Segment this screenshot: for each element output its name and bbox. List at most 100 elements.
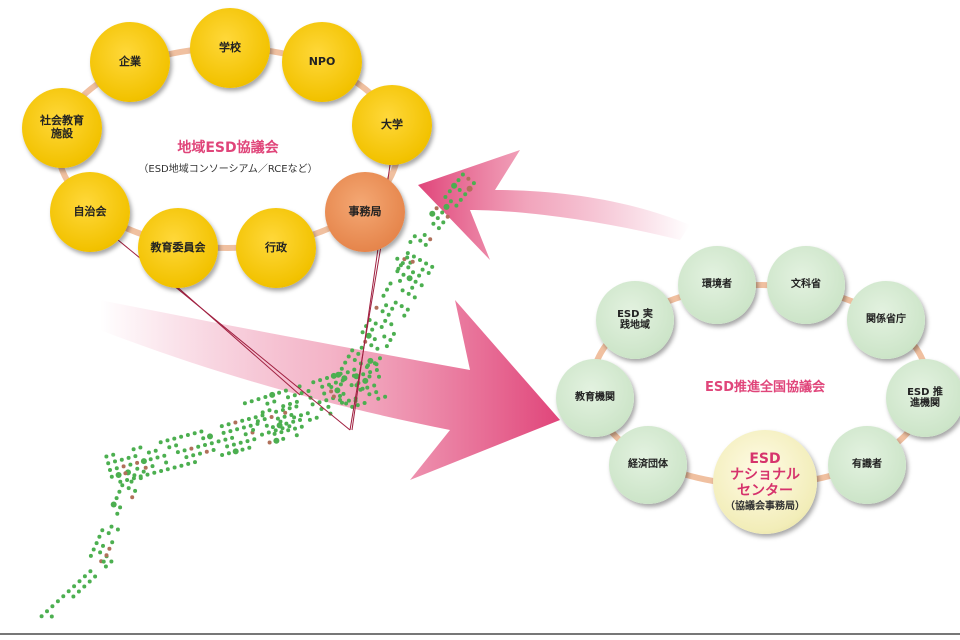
map-dot (410, 285, 415, 290)
map-dot (454, 203, 459, 208)
map-dot (374, 368, 379, 372)
map-dot (109, 474, 114, 479)
map-dot (143, 465, 148, 470)
map-dot (130, 495, 135, 500)
map-dot (288, 402, 292, 406)
map-dot (114, 496, 119, 501)
map-dot (434, 206, 439, 211)
member-mext: 文科省 (767, 246, 845, 324)
map-dot (256, 397, 261, 402)
map-dot (211, 448, 216, 452)
map-dot (162, 453, 167, 458)
map-dot (305, 411, 310, 416)
map-dot (253, 415, 258, 420)
map-dot (267, 440, 272, 445)
member-npo: NPO (282, 22, 362, 102)
map-dot (269, 415, 274, 419)
map-dot (360, 330, 365, 335)
map-dot (272, 431, 277, 436)
map-dot (110, 501, 117, 508)
map-dot (138, 474, 143, 479)
map-dot (265, 401, 270, 406)
map-dot (238, 440, 243, 445)
map-dot (226, 422, 231, 427)
map-dot (101, 559, 106, 564)
map-dot (289, 413, 294, 417)
map-dot (325, 376, 329, 380)
map-dot (245, 439, 250, 444)
map-dot (182, 448, 187, 453)
member-label: ESD 実践地域 (617, 308, 653, 332)
map-dot (118, 505, 123, 510)
map-dot (405, 251, 410, 256)
map-dot (199, 429, 204, 434)
map-dot (335, 371, 342, 378)
map-dot (406, 291, 411, 296)
member-label: 自治会 (73, 204, 107, 218)
map-dot (375, 346, 380, 351)
member-label: 大学 (381, 117, 403, 131)
map-dot (443, 203, 450, 210)
map-dot (93, 574, 98, 579)
map-dot (400, 261, 405, 266)
map-dot (377, 374, 381, 379)
map-dot (385, 287, 389, 292)
map-dot (436, 226, 441, 231)
map-dot (221, 430, 226, 435)
member-label: 関係省庁 (866, 314, 906, 326)
map-dot (429, 210, 436, 217)
map-dot (423, 242, 428, 247)
map-dot (277, 390, 282, 395)
map-dot (299, 413, 303, 418)
map-dot (260, 410, 265, 415)
national-council-title: ESD推進全国協議会 (704, 380, 826, 395)
regional-council-title: 地域ESD協議会 (177, 140, 279, 156)
map-dot (287, 424, 292, 429)
map-dot (294, 404, 299, 409)
map-dot (324, 398, 329, 403)
map-dot (389, 322, 394, 327)
map-dot (61, 594, 66, 599)
map-dot (291, 419, 296, 424)
map-dot (266, 430, 271, 435)
map-dot (376, 396, 381, 401)
map-dot (110, 540, 115, 545)
map-dot (306, 389, 311, 393)
member-label: 事務局 (348, 204, 382, 218)
map-dot (262, 417, 267, 422)
map-dot (422, 233, 427, 237)
map-dot (280, 408, 285, 412)
map-dot (345, 370, 350, 375)
map-dot (275, 416, 280, 421)
map-dot (280, 426, 285, 431)
map-dot (138, 445, 143, 450)
map-dot (164, 460, 169, 465)
map-dot (360, 386, 365, 391)
member-education-board: 教育委員会 (138, 208, 218, 288)
map-dot (251, 428, 256, 432)
map-dot (447, 189, 452, 194)
map-dot (106, 461, 111, 466)
map-dot (123, 471, 128, 476)
map-dot (298, 418, 302, 422)
map-dot (91, 547, 96, 552)
member-secretariat: 事務局 (325, 172, 405, 252)
map-dot (417, 273, 422, 278)
map-dot (390, 306, 395, 311)
map-dot (94, 541, 99, 546)
map-dot (365, 332, 372, 339)
map-dot (172, 465, 177, 470)
map-dot (419, 283, 424, 288)
map-dot (87, 579, 92, 584)
map-dot (240, 447, 245, 452)
map-dot (66, 589, 71, 594)
map-dot (401, 272, 406, 277)
center-line1: ESD (749, 451, 781, 468)
map-dot (292, 415, 297, 420)
map-dot (406, 275, 413, 282)
map-dot (185, 433, 190, 437)
map-dot (440, 210, 445, 215)
map-dot (260, 413, 265, 418)
map-dot (274, 409, 279, 414)
map-dot (172, 436, 177, 441)
